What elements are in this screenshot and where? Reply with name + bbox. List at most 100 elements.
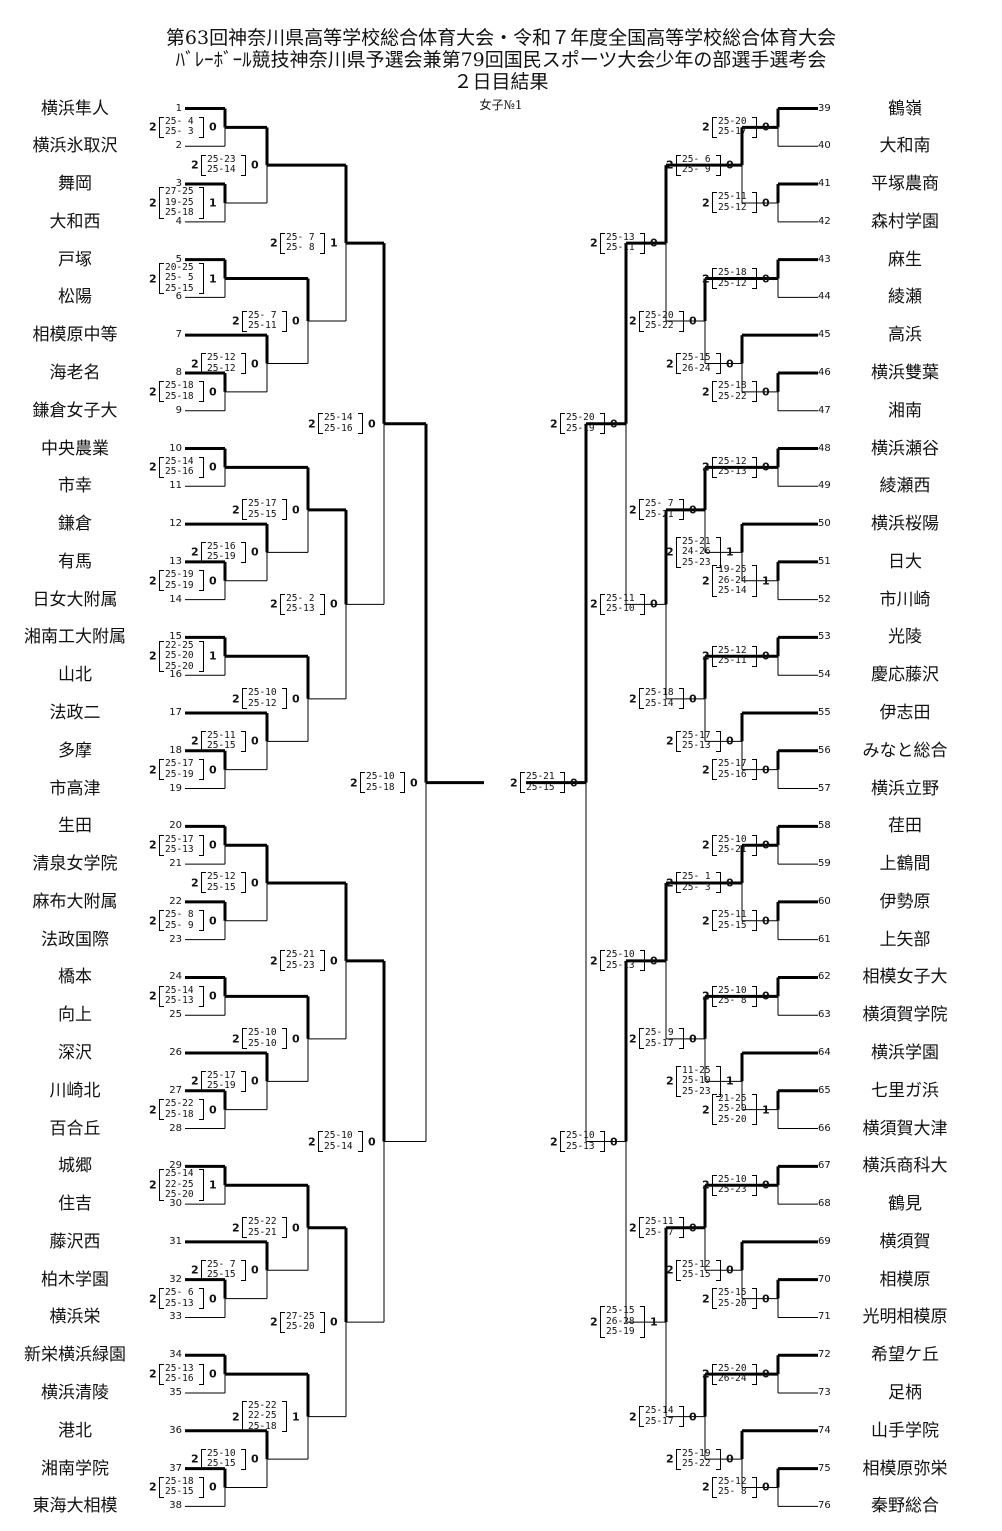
loser-sets: 0 [689,1410,697,1424]
loser-sets: 0 [292,692,300,706]
loser-sets: 0 [762,649,770,663]
winner-sets: 2 [629,1032,637,1046]
loser-sets: 1 [726,545,734,559]
loser-sets: 0 [762,460,770,474]
loser-sets: 0 [209,838,217,852]
score-bracket [159,1099,164,1121]
loser-sets: 0 [762,914,770,928]
score-bracket [716,353,721,374]
set-scores: 27-25 25-20 [286,1310,315,1333]
team-name: 横浜瀬谷 [871,438,939,459]
loser-sets: 0 [762,1480,770,1494]
team-seed: 38 [169,1500,182,1512]
team-name: 伊志田 [879,702,931,723]
score-bracket [320,950,325,972]
set-scores: 25-17 25-13 [165,833,194,856]
team-name: 鎌倉女子大 [32,400,118,421]
loser-sets: 1 [762,574,770,588]
team-name: 湘南学院 [41,1458,109,1479]
loser-sets: 0 [251,734,259,748]
score-bracket [159,985,164,1007]
winner-sets: 2 [270,1315,278,1329]
match-score: 2 25-18 25-22 0 [702,380,774,403]
score-bracket [712,759,717,781]
team-name: 橋本 [58,967,92,988]
score-bracket [199,1099,204,1121]
loser-sets: 0 [292,503,300,517]
winner-sets: 2 [232,692,240,706]
score-bracket [640,1306,645,1338]
team-name: 法政二 [49,702,101,723]
team-seed: 12 [169,518,182,530]
score-bracket [159,187,164,219]
winner-sets: 2 [590,236,598,250]
score-bracket [712,565,717,597]
loser-sets: 0 [689,503,697,517]
score-bracket [159,834,164,856]
team-seed: 21 [169,858,182,870]
winner-sets: 2 [149,460,157,474]
team-seed: 54 [818,669,831,681]
team-name: 横浜氷取沢 [32,136,118,157]
winner-sets: 2 [702,1367,710,1381]
team-seed: 60 [818,895,831,907]
score-bracket [716,1259,721,1281]
score-bracket [676,1448,681,1470]
set-scores: 25-18 25-22 [718,380,747,402]
score-bracket [320,593,325,615]
score-bracket [199,834,204,856]
score-bracket [712,381,717,403]
winner-sets: 2 [590,954,598,968]
score-bracket [282,1028,287,1050]
team-name: 生田 [58,816,92,837]
loser-sets: 0 [689,692,697,706]
score-bracket [201,541,206,563]
loser-sets: 1 [650,1315,658,1329]
loser-sets: 0 [762,989,770,1003]
score-bracket [676,1259,681,1281]
team-name: 七里ガ浜 [871,1080,939,1101]
winner-sets: 2 [149,1103,157,1117]
score-bracket [241,353,246,374]
score-bracket [600,1306,605,1338]
set-scores: 25-15 25-20 [718,1287,747,1309]
score-bracket [201,872,206,894]
score-bracket [752,759,757,781]
loser-sets: 0 [762,385,770,399]
score-bracket [676,353,681,374]
team-seed: 31 [169,1235,182,1247]
score-bracket [679,1217,684,1239]
winner-sets: 2 [191,158,199,172]
loser-sets: 0 [209,1103,217,1117]
team-name: 大和西 [49,211,101,232]
set-scores: 25-23 25-14 [207,153,236,176]
team-seed: 30 [169,1198,182,1210]
score-bracket [280,593,285,615]
set-scores: 25- 6 25- 9 [682,153,711,176]
winner-sets: 2 [149,385,157,399]
team-seed: 55 [818,706,831,718]
winner-sets: 2 [702,385,710,399]
score-bracket [199,1169,204,1201]
score-bracket [676,1065,681,1098]
set-scores: 25-14 25-16 [324,412,353,434]
team-name: 市川崎 [879,589,931,610]
team-name: 横浜雙葉 [871,362,939,383]
set-scores: 25-17 25-15 [248,498,277,520]
winner-sets: 2 [270,954,278,968]
score-bracket [159,759,164,781]
team-seed: 13 [169,555,182,567]
winner-sets: 2 [702,1103,710,1117]
winner-sets: 2 [191,876,199,890]
